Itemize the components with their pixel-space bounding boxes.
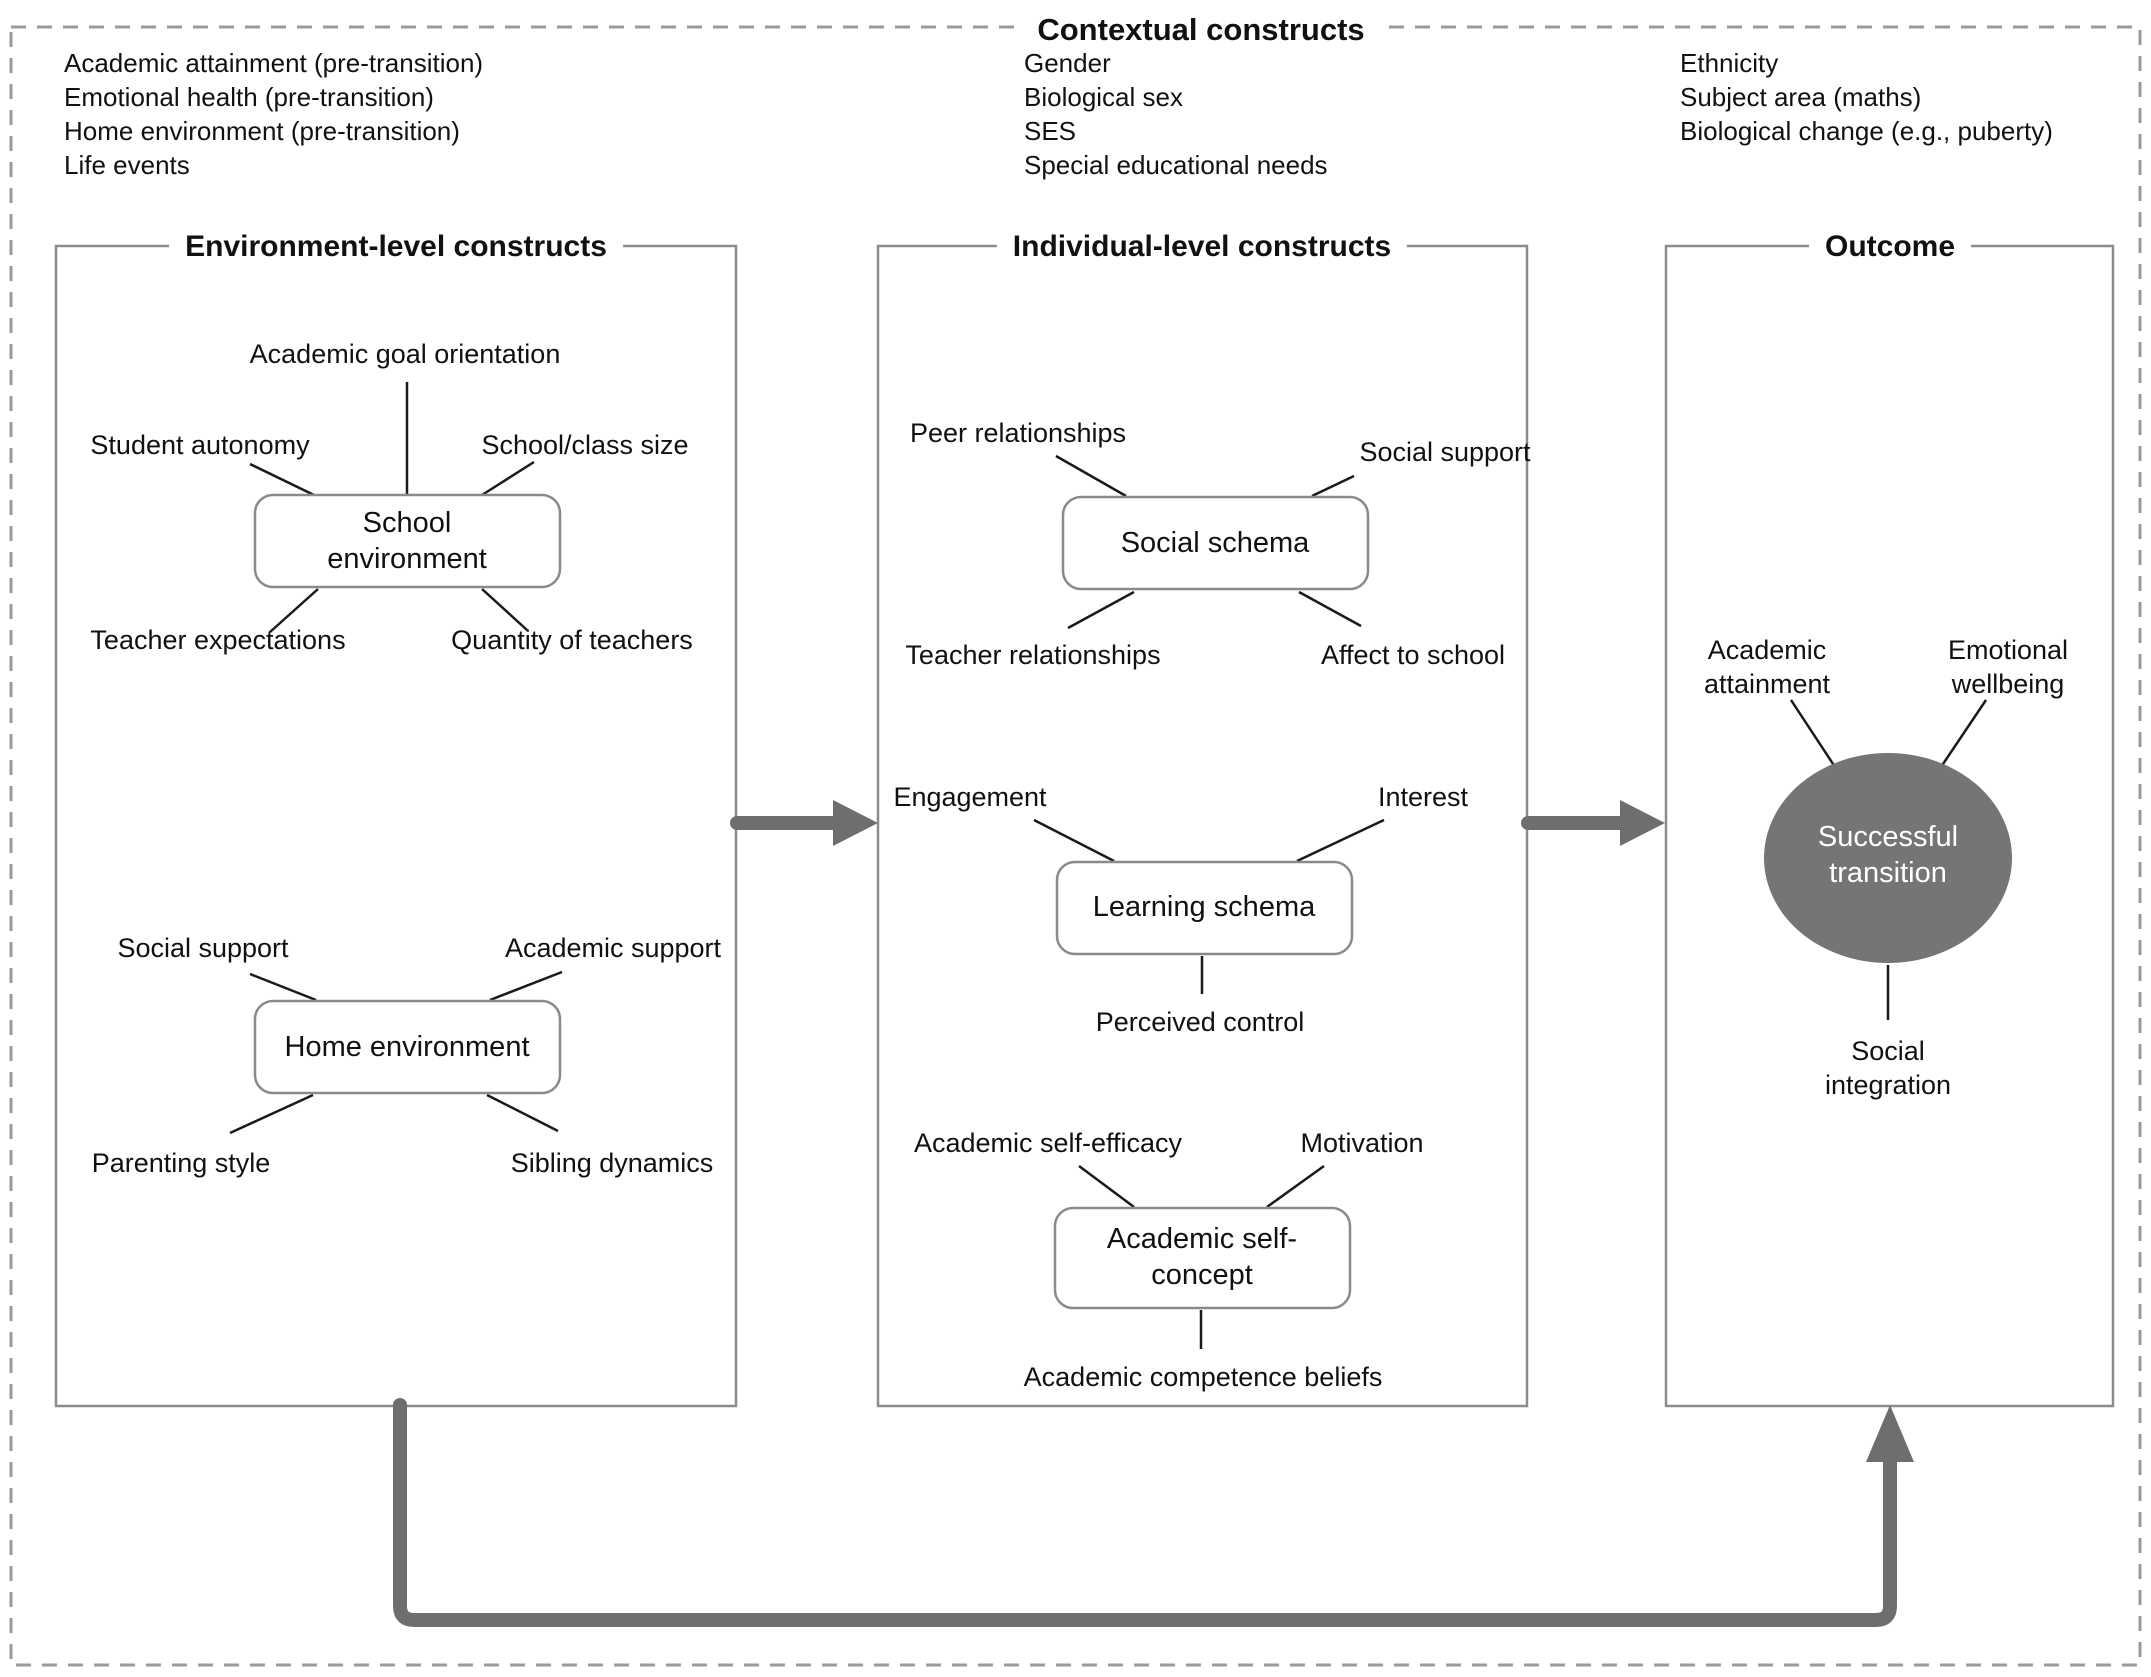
list-item: Special educational needs [1024,150,1328,180]
successful-transition-ellipse [1764,753,2012,963]
social-schema-node-label: Social schema [1120,527,1310,559]
home-environment-node-label: Home environment [284,1031,530,1063]
self-concept-bottom-label: Academic competence beliefs [1023,1362,1383,1392]
school-top-label: Academic goal orientation [249,339,561,369]
list-item: Life events [64,150,190,180]
list-item: Biological change (e.g., puberty) [1680,116,2053,146]
social-top-right-label: Social support [1359,437,1531,467]
learning-cluster-spokes [1033,818,1385,994]
list-item: Ethnicity [1680,48,1779,78]
environment-panel-title: Environment-level constructs [169,230,623,264]
list-item: Home environment (pre-transition) [64,116,460,146]
env-to-individual-arrow [730,800,878,846]
context-list-middle: Gender Biological sex SES Special educat… [1024,46,1328,182]
outcome-top-left-label: Academic attainment [1703,635,1831,699]
academic-self-concept-node-label: Academic self- concept [1106,1223,1298,1291]
contextual-dashed-border [9,25,2142,1667]
self-concept-cluster-spokes [1078,1164,1325,1349]
social-top-left-label: Peer relationships [909,418,1127,448]
list-item: Emotional health (pre-transition) [64,82,434,112]
home-top-left-label: Social support [117,933,289,963]
environment-panel-box [54,244,738,1408]
list-item: Gender [1024,48,1111,78]
school-environment-node [253,493,562,589]
social-schema-node [1061,495,1370,591]
home-environment-node [253,999,562,1095]
env-to-outcome-elbow-arrow [393,1398,1914,1627]
contextual-constructs-title: Contextual constructs [1023,13,1379,47]
home-bottom-right-label: Sibling dynamics [510,1148,714,1178]
learning-bottom-label: Perceived control [1095,1007,1305,1037]
context-list-right: Ethnicity Subject area (maths) Biologica… [1680,46,2053,148]
outcome-bottom-label: Social integration [1824,1036,1952,1100]
outcome-panel-title: Outcome [1808,230,1972,264]
learning-schema-node [1055,860,1354,956]
self-concept-top-left-label: Academic self-efficacy [913,1128,1183,1158]
list-item: Academic attainment (pre-transition) [64,48,484,78]
list-item: Subject area (maths) [1680,82,1922,112]
home-top-right-label: Academic support [504,933,722,963]
school-left-label: Student autonomy [90,430,310,460]
list-item: SES [1024,116,1077,146]
school-right-label: School/class size [481,430,689,460]
school-cluster-spokes [249,382,535,633]
self-concept-top-right-label: Motivation [1300,1128,1424,1158]
social-bottom-left-label: Teacher relationships [905,640,1161,670]
academic-self-concept-node [1053,1206,1352,1310]
learning-top-right-label: Interest [1377,782,1469,812]
home-cluster-spokes [229,970,563,1135]
individual-to-outcome-arrow [1521,800,1665,846]
list-item: Biological sex [1024,82,1183,112]
successful-transition-node-label: Successful transition [1817,821,1959,889]
individual-panel-title: Individual-level constructs [996,230,1408,264]
outcome-top-right-label: Emotional wellbeing [1947,635,2069,699]
context-list-left: Academic attainment (pre-transition) Emo… [64,46,483,182]
outcome-cluster-spokes [1789,699,1988,1020]
learning-schema-node-label: Learning schema [1092,891,1316,923]
school-environment-node-label: School environment [327,507,487,575]
home-bottom-left-label: Parenting style [91,1148,271,1178]
social-cluster-spokes [1055,454,1362,630]
social-bottom-right-label: Affect to school [1320,640,1506,670]
school-bottom-right-label: Quantity of teachers [451,625,693,655]
school-bottom-left-label: Teacher expectations [90,625,346,655]
learning-top-left-label: Engagement [893,782,1047,812]
